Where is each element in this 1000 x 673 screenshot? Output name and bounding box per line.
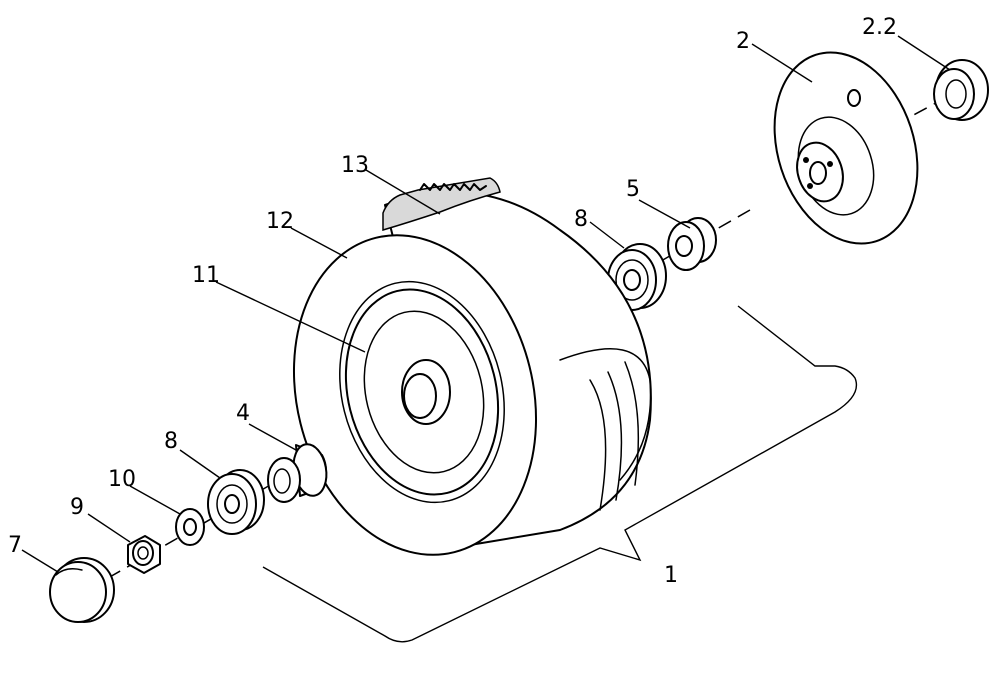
bushing-part (267, 443, 328, 503)
label-bearing-left: 8 (164, 429, 178, 454)
small-cap-part (933, 59, 989, 121)
end-cap-part (49, 557, 115, 623)
label-small-cap: 2.2 (862, 15, 897, 40)
label-spacer: 5 (626, 177, 640, 202)
bearing-right-part (607, 243, 667, 311)
spacer-part (667, 217, 717, 271)
nut-part (127, 535, 161, 574)
label-tyre: 12 (266, 209, 294, 234)
label-end-cap: 7 (8, 533, 22, 558)
bearing-left-part (207, 469, 265, 535)
hub-disc-part (773, 51, 919, 245)
label-assembly: 1 (664, 563, 678, 588)
label-bushing: 4 (236, 401, 250, 426)
label-nut: 9 (70, 495, 84, 520)
label-rim: 11 (192, 263, 220, 288)
tread-strip-part (382, 177, 501, 232)
rim-part (344, 288, 500, 496)
label-hub-disc: 2 (736, 29, 750, 54)
assembly-bracket (262, 305, 858, 643)
washer-part (175, 508, 205, 546)
label-tread: 13 (341, 153, 369, 178)
label-bearing-right: 8 (574, 207, 588, 232)
label-washer: 10 (108, 467, 136, 492)
leader-lines (21, 35, 951, 573)
